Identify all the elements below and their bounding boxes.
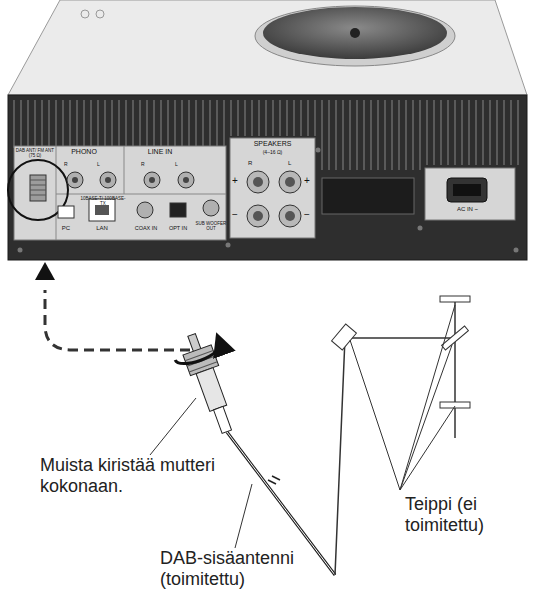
socket-label: 10BASE-T/ 100BASE-TX (80, 196, 126, 206)
coax-socket (137, 202, 153, 218)
socket-label: LAN (88, 225, 116, 232)
blank-panel (322, 178, 414, 214)
polarity-sign: − (232, 209, 242, 221)
dial-center (350, 28, 360, 38)
dashed-guide (45, 290, 190, 350)
socket-label: LINE IN (135, 148, 185, 156)
pointer-triangle (35, 262, 55, 280)
channel-label: L (175, 162, 183, 168)
part-callout: Teippi (ei toimitettu) (405, 494, 539, 535)
usb-port (58, 206, 74, 218)
speaker-plate (230, 138, 315, 238)
dial (263, 7, 447, 59)
polarity-sign: + (304, 175, 314, 187)
channel-label: L (288, 160, 298, 167)
socket-label: SUB WOOFER OUT (194, 221, 228, 231)
socket-label: PHONO (64, 148, 104, 156)
foot-hole (96, 10, 104, 18)
rca-sockets (67, 172, 194, 188)
socket-label: AC IN ~ (445, 206, 490, 213)
polarity-sign: + (232, 175, 242, 187)
leader-lines (350, 305, 455, 490)
socket-label: SPEAKERS (235, 140, 310, 148)
socket-thread (30, 180, 46, 195)
socket-label: DAB ANT/ FM ANT (75 Ω) (15, 148, 55, 158)
optical-port (170, 203, 186, 217)
channel-label: R (141, 162, 149, 168)
subwoofer-socket (203, 200, 219, 216)
channel-label: R (248, 160, 258, 167)
cable-break (268, 476, 280, 484)
back-face (8, 95, 527, 260)
ac-plate (425, 168, 515, 220)
polarity-sign: − (304, 209, 314, 221)
lan-jack (95, 205, 109, 215)
rca-pins (72, 177, 189, 183)
antenna-plug (169, 327, 249, 440)
ac-inlet (447, 178, 487, 202)
speaker-terminals (247, 171, 301, 227)
part-callout: DAB-sisäantenni (toimitettu) (160, 548, 330, 589)
impedance-label: (4–16 Ω) (235, 150, 310, 156)
socket-label: COAX IN (130, 225, 162, 231)
channel-label: R (64, 162, 72, 168)
dial-rim (255, 6, 455, 66)
terminal-cores (253, 177, 295, 221)
antenna-socket (30, 175, 46, 201)
socket-label: PC (56, 225, 76, 232)
socket-label: OPT IN (164, 225, 192, 231)
top-face (8, 0, 527, 95)
foot-hole (81, 10, 89, 18)
instruction-note: Muista kiristää mutteri kokonaan. (40, 455, 220, 496)
channel-label: L (97, 162, 105, 168)
screws (18, 148, 519, 253)
leader-line (150, 398, 196, 455)
ac-inlet-core (453, 184, 481, 196)
leader-line (235, 484, 252, 548)
